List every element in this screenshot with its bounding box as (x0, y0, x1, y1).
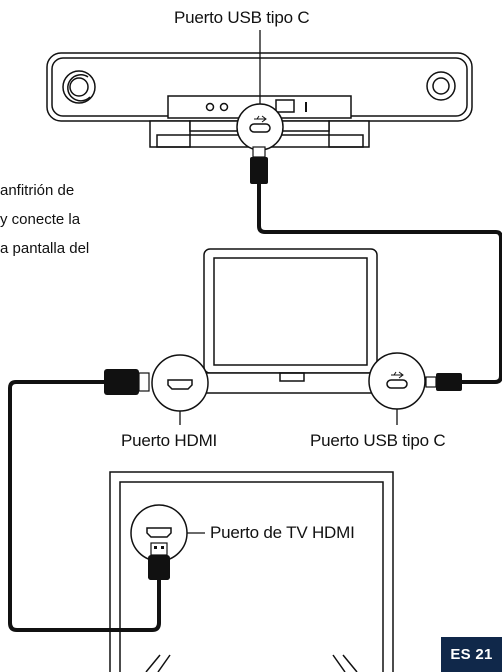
tv-hdmi-port-label: Puerto de TV HDMI (210, 523, 355, 542)
laptop-usb-c-port (368, 352, 426, 425)
instruction-line: a pantalla del (0, 240, 90, 257)
usb-c-port-icon (249, 123, 271, 133)
instruction-line: y conecte la (0, 211, 81, 228)
laptop-usb-port-label: Puerto USB tipo C (310, 431, 446, 450)
laptop (181, 248, 399, 394)
hdmi-port-icon (167, 379, 193, 390)
instruction-text: anfitrión de y conecte la a pantalla del (0, 176, 140, 263)
hdmi-cable (8, 369, 170, 632)
usb-c-plug-icon (252, 146, 266, 158)
usb-symbol-icon (254, 115, 267, 123)
soundbar-usb-port-label: Puerto USB tipo C (174, 8, 310, 27)
tv (109, 471, 394, 672)
usb-c-cable (250, 146, 502, 391)
tv-hdmi-port (130, 504, 205, 562)
page-number-badge: ES 21 (441, 637, 502, 672)
soundbar-usb-c-port (236, 30, 284, 151)
instruction-line: anfitrión de (0, 182, 75, 199)
laptop-hdmi-port-label: Puerto HDMI (121, 431, 218, 450)
laptop-hdmi-port (151, 354, 209, 425)
